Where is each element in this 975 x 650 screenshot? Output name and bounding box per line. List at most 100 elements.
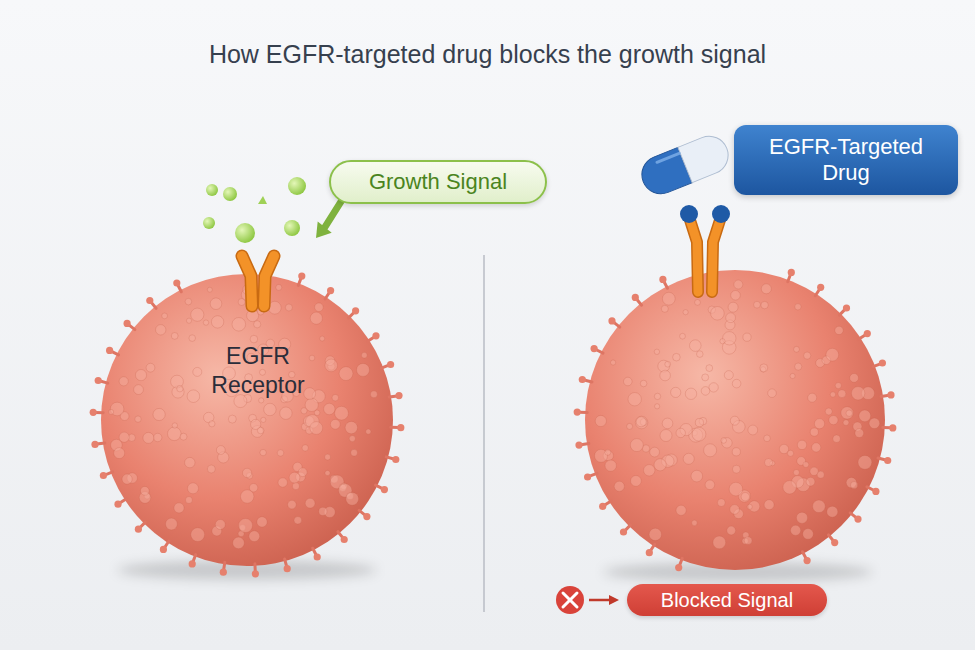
cell-texture: [207, 287, 212, 292]
cell-texture: [233, 537, 245, 549]
cell-texture: [185, 298, 192, 305]
cell-texture: [850, 374, 859, 383]
cell-texture: [722, 438, 732, 448]
cell-texture: [349, 436, 355, 442]
cell-texture: [135, 416, 141, 422]
surface-bump: [843, 304, 850, 311]
callout-pointer: [316, 222, 332, 239]
surface-bump: [659, 276, 666, 283]
node-text: Blocked Signal: [661, 584, 793, 616]
cell-texture: [806, 477, 815, 486]
cell-texture: [833, 435, 841, 443]
cell-texture: [754, 301, 761, 308]
diagram-title: How EGFR-targeted drug blocks the growth…: [0, 40, 975, 69]
cell-texture: [673, 353, 681, 361]
surface-bump: [397, 424, 404, 431]
surface-bump: [879, 359, 886, 366]
surface-bump: [392, 456, 399, 463]
cell-texture: [191, 308, 204, 321]
surface-bump: [632, 294, 639, 301]
surface-bump: [854, 516, 861, 523]
growth-factor-dots: [203, 177, 306, 243]
cell-texture: [254, 321, 261, 328]
cell-texture: [764, 500, 774, 510]
cell-texture: [644, 465, 655, 476]
cell-texture: [210, 298, 222, 310]
cell-texture: [747, 504, 752, 509]
cell-texture: [732, 465, 740, 473]
cell-texture: [711, 307, 725, 321]
cell-texture: [730, 505, 740, 515]
surface-bump: [887, 391, 894, 398]
pointer-arrow: [609, 595, 619, 605]
surface-bump: [599, 503, 606, 510]
cell-texture: [676, 505, 686, 515]
blocked-receptor: [712, 220, 720, 292]
cell-texture: [277, 450, 284, 457]
cell-texture: [697, 351, 704, 358]
surface-bump: [788, 269, 795, 276]
egfr-receptor: [264, 256, 274, 306]
cell-texture: [162, 313, 168, 319]
blocked-signal-pill: Blocked Signal: [627, 584, 827, 616]
cell-texture: [764, 435, 771, 442]
cell-texture: [346, 492, 359, 505]
cell-texture: [339, 367, 353, 381]
cell-texture: [855, 429, 864, 438]
cell-texture: [662, 418, 673, 429]
cell-texture: [695, 419, 703, 427]
growth-factor-dots: [258, 196, 267, 204]
surface-bump: [314, 553, 321, 560]
cell-texture: [695, 300, 701, 306]
cell-texture: [185, 457, 195, 467]
cell-texture: [305, 498, 315, 508]
cell-texture: [238, 299, 245, 306]
cancer-cell: [574, 269, 897, 571]
cell-texture: [310, 422, 323, 435]
cell-texture: [720, 339, 725, 344]
cell-texture: [851, 482, 858, 489]
cell-texture: [357, 363, 370, 376]
cell-texture: [768, 389, 777, 398]
growth-signal-callout: Growth Signal: [329, 160, 547, 204]
pointer-arrow: [589, 595, 619, 605]
cell-texture: [636, 417, 646, 427]
cell-texture: [370, 391, 377, 398]
block-icon: [556, 586, 584, 614]
cell-texture: [691, 470, 703, 482]
surface-bump: [135, 526, 142, 533]
cell-texture: [829, 416, 838, 425]
cell-texture: [614, 481, 624, 491]
cell-texture: [795, 363, 802, 370]
cell-texture: [685, 388, 696, 399]
cell-texture: [310, 312, 322, 324]
cell-texture: [796, 512, 807, 523]
surface-bump: [675, 564, 682, 571]
cancer-cell: EGFR Receptor: [97, 270, 397, 570]
surface-bump: [584, 473, 591, 480]
cell-texture: [366, 429, 371, 434]
cell-texture: [325, 470, 330, 475]
cell-texture: [635, 416, 648, 429]
cell-texture: [654, 349, 659, 354]
cell-texture: [191, 528, 205, 542]
cell-texture: [761, 301, 768, 308]
cell-texture: [748, 425, 758, 435]
cell-texture: [683, 310, 688, 315]
cell-texture: [361, 352, 367, 358]
cell-texture: [846, 410, 852, 416]
cell-texture: [726, 313, 736, 323]
surface-bump: [189, 560, 196, 567]
cell-texture: [704, 444, 717, 457]
cell-texture: [791, 525, 801, 535]
surface-bump: [381, 486, 388, 493]
cell-texture: [325, 454, 331, 460]
callout-pointer: [316, 200, 342, 238]
cell-texture: [345, 421, 357, 433]
growth-factor-dots: [284, 220, 300, 236]
cell-texture: [319, 507, 327, 515]
cell-texture: [761, 284, 771, 294]
cell-texture: [289, 472, 300, 483]
cell-texture: [835, 326, 843, 334]
cell-texture: [654, 393, 660, 399]
